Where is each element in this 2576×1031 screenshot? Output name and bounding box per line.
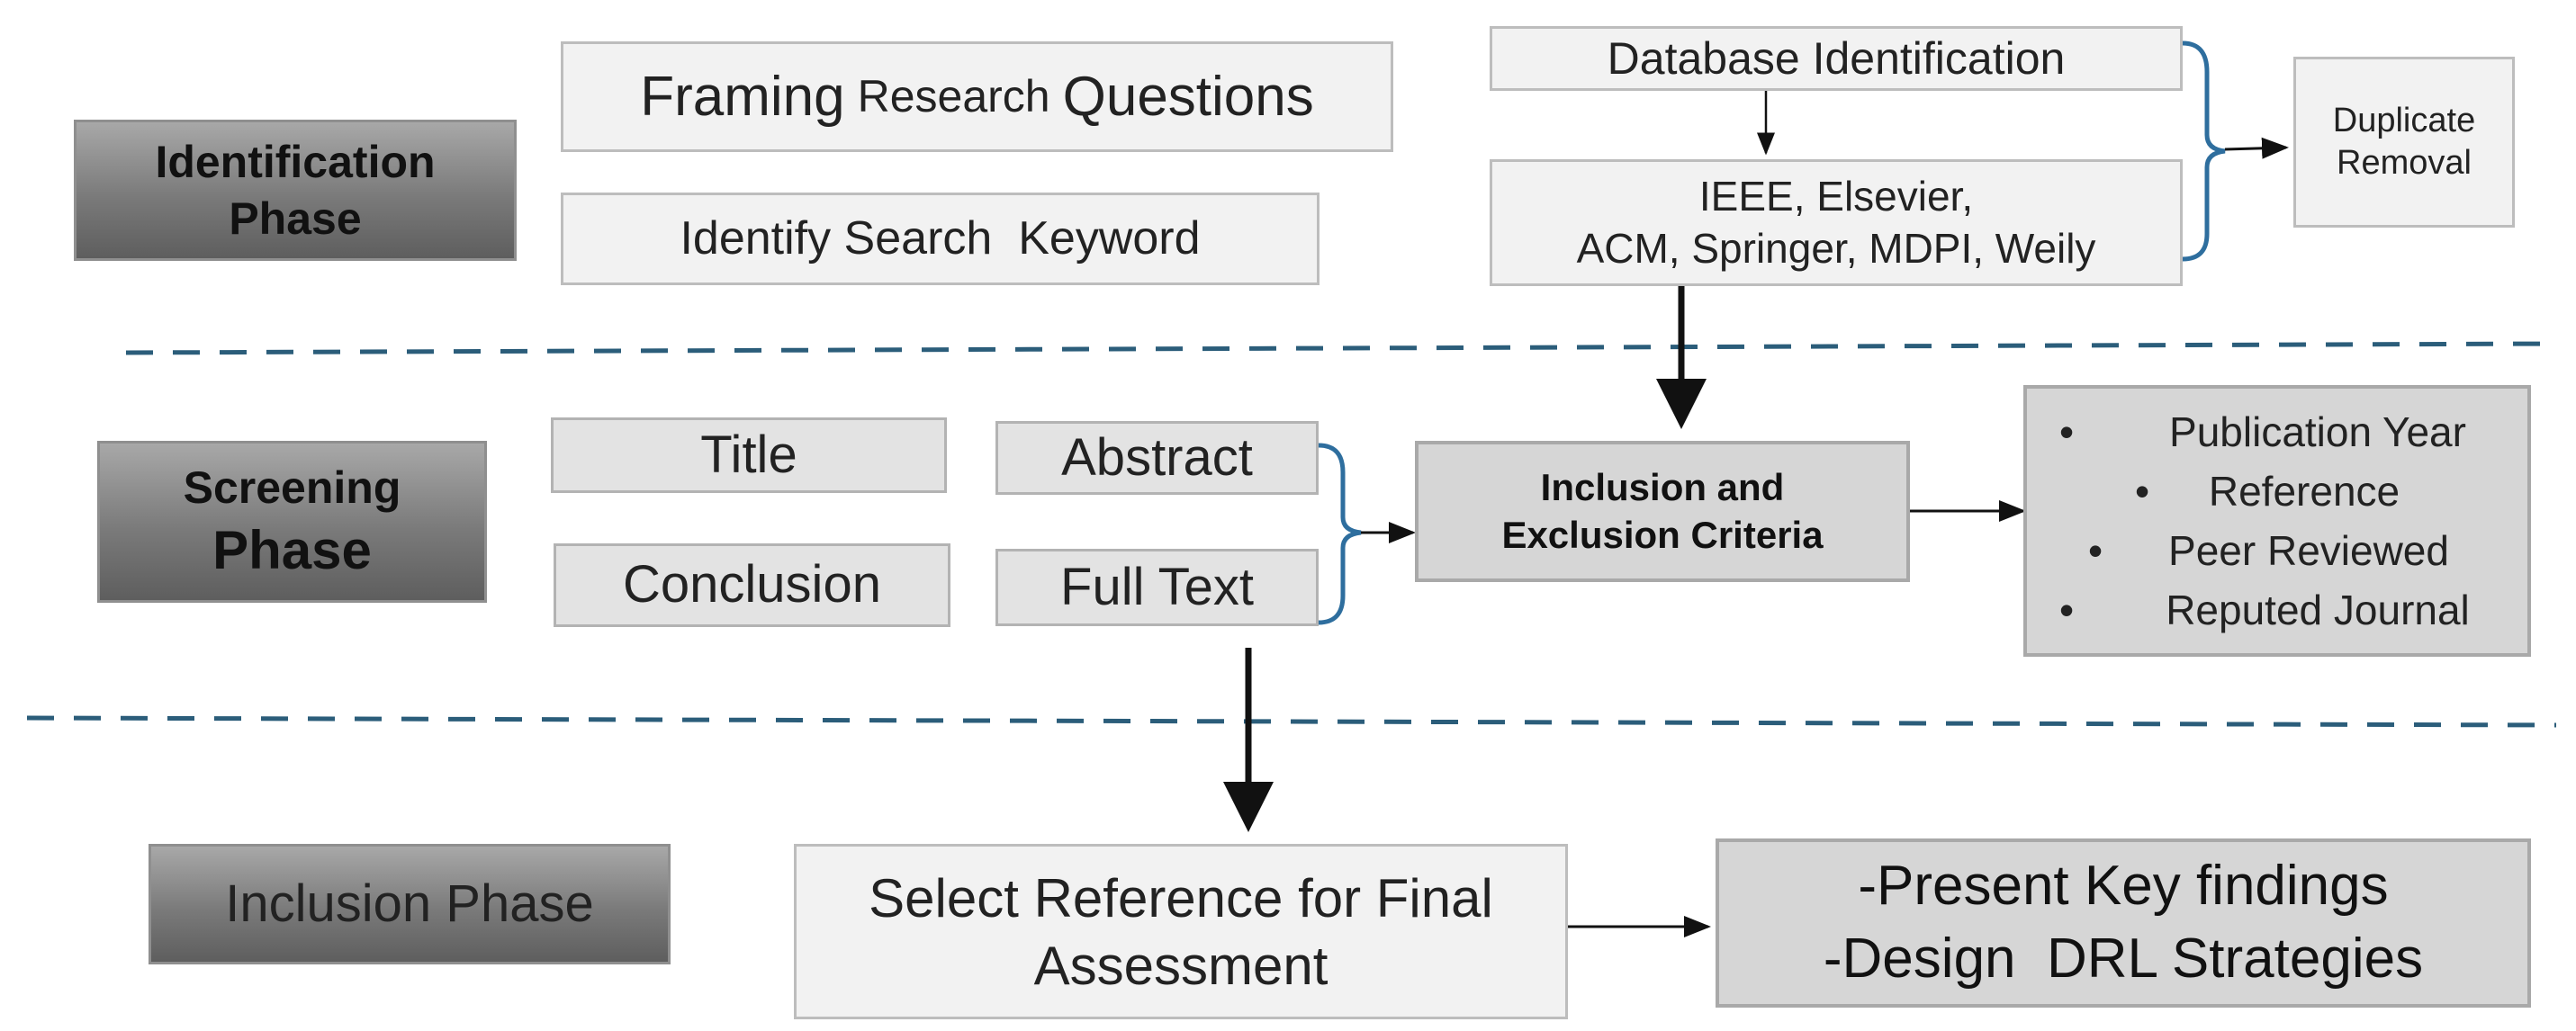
select-reference-box: Select Reference for Final Assessment: [794, 844, 1568, 1019]
criteria-item-peer-reviewed: • Peer Reviewed: [2027, 521, 2527, 580]
findings-line1: -Present Key findings: [1858, 855, 2389, 918]
database-identification-text: Database Identification: [1607, 32, 2066, 84]
phase-divider-top: [125, 341, 2557, 355]
screening-phase-label: Screening Phase: [97, 441, 487, 603]
findings-line2: -Design DRL Strategies: [1823, 928, 2424, 990]
bullet-icon: •: [2135, 468, 2150, 515]
criteria-list: • Publication Year • Reference • Peer Re…: [2027, 402, 2527, 640]
key-findings-box: -Present Key findings -Design DRL Strate…: [1716, 838, 2531, 1008]
identify-search-keyword-text: Identify Search Keyword: [680, 212, 1201, 264]
full-text-text: Full Text: [1060, 557, 1254, 616]
inclusion-phase-label: Inclusion Phase: [149, 844, 671, 964]
abstract-text: Abstract: [1061, 427, 1253, 487]
criteria-item-reputed-journal: • Reputed Journal: [2027, 580, 2527, 640]
bracket-databases: [2182, 40, 2226, 262]
bullet-icon: •: [2059, 587, 2075, 633]
duplicate-line2: Removal: [2337, 144, 2472, 182]
phase-divider-bottom: [26, 715, 2557, 728]
identification-phase-label: Identification Phase: [74, 120, 517, 261]
framing-word: Framing: [640, 65, 845, 128]
framing-research-questions-box: Framing Research Questions: [561, 41, 1393, 152]
questions-word: Questions: [1062, 65, 1314, 128]
identification-phase-line2: Phase: [229, 193, 362, 244]
criteria-line2: Exclusion Criteria: [1501, 513, 1824, 556]
screening-phase-line1: Screening: [183, 462, 401, 514]
full-text-box: Full Text: [995, 549, 1319, 626]
criteria-list-box: • Publication Year • Reference • Peer Re…: [2023, 385, 2531, 657]
arrow-to-duplicate-removal: [2224, 137, 2289, 159]
publishers-line1: IEEE, Elsevier,: [1698, 173, 1974, 220]
conclusion-text: Conclusion: [623, 555, 881, 614]
criteria-item-reference: • Reference: [2027, 462, 2527, 521]
publishers-line2: ACM, Springer, MDPI, Weily: [1576, 224, 2096, 272]
bracket-screening: [1318, 443, 1362, 625]
inclusion-exclusion-criteria-box: Inclusion and Exclusion Criteria: [1415, 441, 1910, 582]
inclusion-phase-text: Inclusion Phase: [225, 874, 594, 933]
title-text: Title: [700, 425, 797, 484]
criteria-line1: Inclusion and: [1540, 466, 1785, 508]
identify-search-keyword-box: Identify Search Keyword: [561, 193, 1320, 285]
abstract-box: Abstract: [995, 421, 1319, 495]
research-word: Research: [857, 71, 1050, 122]
identification-phase-line1: Identification: [155, 137, 436, 187]
duplicate-line1: Duplicate: [2332, 101, 2476, 139]
bullet-icon: •: [2088, 527, 2103, 574]
title-box: Title: [551, 417, 947, 493]
duplicate-removal-box: Duplicate Removal: [2293, 57, 2515, 228]
screening-phase-line2: Phase: [212, 519, 372, 580]
select-reference-line2: Assessment: [1033, 935, 1329, 996]
bullet-icon: •: [2059, 408, 2075, 455]
conclusion-box: Conclusion: [554, 543, 950, 627]
criteria-item-publication-year: • Publication Year: [2027, 402, 2527, 462]
database-identification-box: Database Identification: [1490, 26, 2183, 91]
select-reference-line1: Select Reference for Final: [869, 867, 1493, 928]
publishers-box: IEEE, Elsevier, ACM, Springer, MDPI, Wei…: [1490, 159, 2183, 286]
